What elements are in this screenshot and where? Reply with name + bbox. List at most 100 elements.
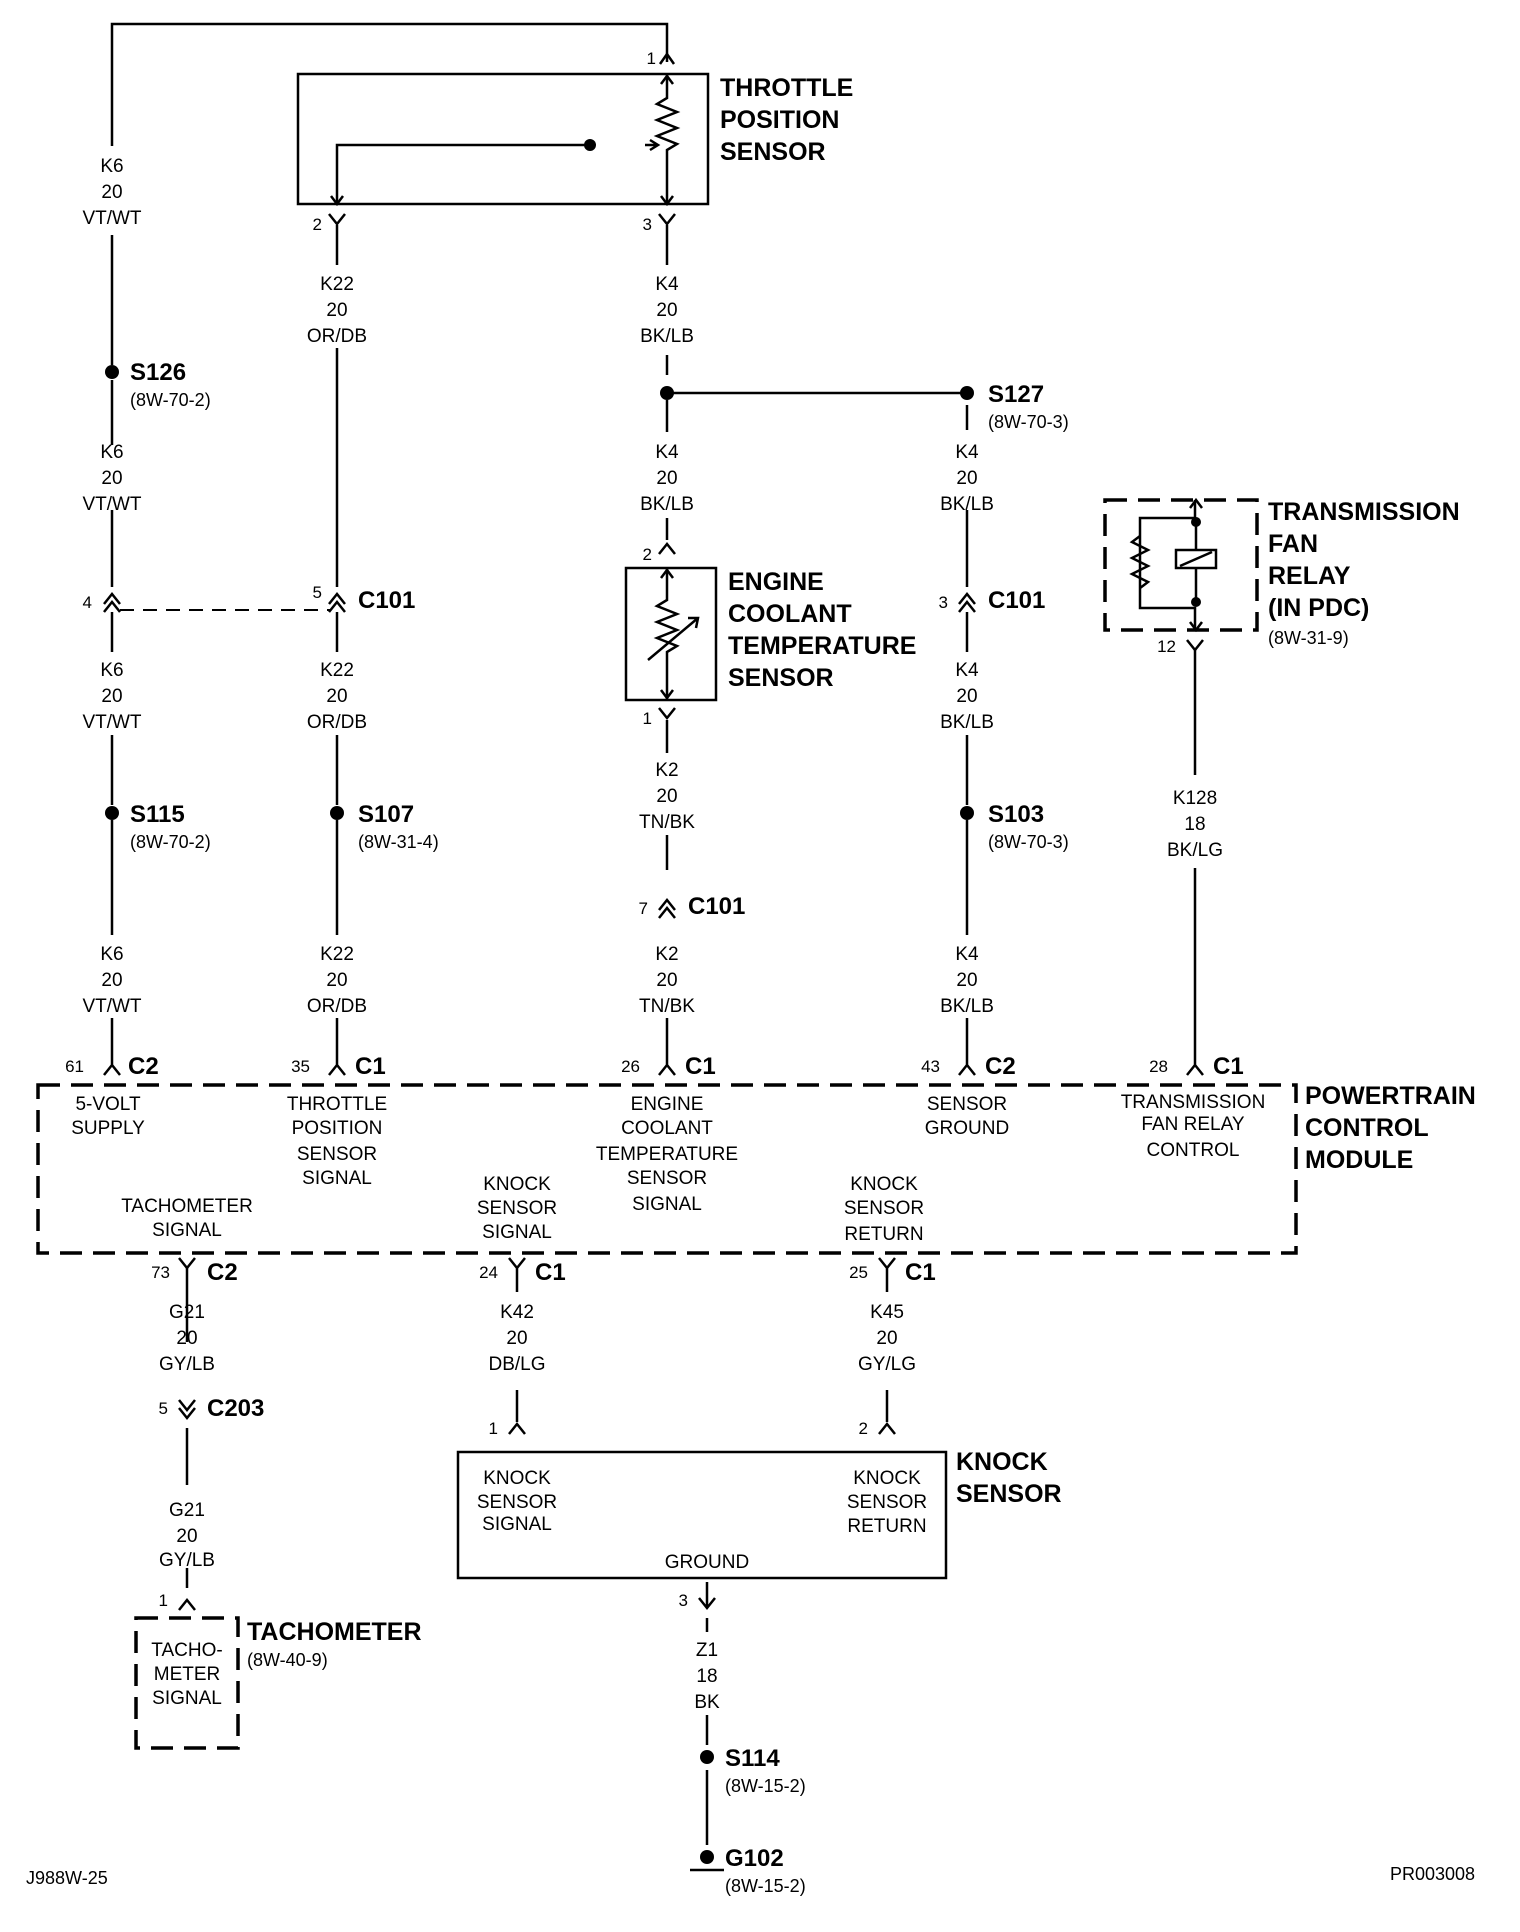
pin-tps3: 3 bbox=[643, 215, 652, 234]
wire-label-10-b: 18 bbox=[1184, 814, 1205, 835]
knock-sensor-box bbox=[456, 1450, 948, 1580]
pcm-pin-43: 43 bbox=[921, 1057, 940, 1076]
tps-wiper bbox=[335, 143, 590, 204]
pcm-conn-25: C1 bbox=[905, 1259, 936, 1286]
pcm-label-35-4: SIGNAL bbox=[302, 1168, 372, 1189]
relay-resistor bbox=[1129, 535, 1151, 589]
tps-component bbox=[296, 72, 710, 207]
relay-arrow-top bbox=[1189, 497, 1203, 509]
knock-ground: GROUND bbox=[665, 1552, 749, 1573]
wire-label-8-a: K4 bbox=[955, 660, 979, 681]
relay-name-1: TRANSMISSION bbox=[1268, 498, 1460, 526]
wire-label-1-b: 20 bbox=[326, 300, 347, 321]
wire-label-3-c: VT/WT bbox=[82, 494, 141, 515]
tps-pin1-symbol bbox=[658, 51, 676, 65]
splice-s126-ref: (8W-70-2) bbox=[130, 390, 211, 410]
relay-node-top bbox=[1191, 517, 1201, 527]
wire-label-12-c: OR/DB bbox=[307, 996, 367, 1017]
tach-ref: (8W-40-9) bbox=[247, 1650, 328, 1670]
splice-dot-s127 bbox=[960, 386, 974, 400]
pcm-pin-61: 61 bbox=[65, 1057, 84, 1076]
pcm-label-26-2: COOLANT bbox=[621, 1118, 713, 1139]
ks-pin1-symbol bbox=[508, 1421, 526, 1435]
pin-tach1: 1 bbox=[159, 1591, 168, 1610]
knock-signal-3: SIGNAL bbox=[482, 1514, 552, 1535]
footer-left: J988W-25 bbox=[26, 1868, 108, 1888]
pcm-label-73-1: TACHOMETER bbox=[121, 1196, 253, 1217]
wire-label-13-c: TN/BK bbox=[639, 996, 695, 1017]
wire-label-0-a: K6 bbox=[100, 156, 123, 177]
pcm-label-24-1: KNOCK bbox=[483, 1174, 551, 1195]
splice-dot-s126 bbox=[105, 365, 119, 379]
pcm-label-25-1: KNOCK bbox=[850, 1174, 918, 1195]
wire-label-4-a: K4 bbox=[655, 442, 679, 463]
tachometer-box bbox=[134, 1616, 240, 1750]
pcm-conn-26: C1 bbox=[685, 1053, 716, 1080]
pin-c203-5: 5 bbox=[159, 1399, 168, 1418]
wire-label-18-b: 20 bbox=[176, 1526, 197, 1547]
wire-label-11-c: VT/WT bbox=[82, 996, 141, 1017]
pin-c101-5: 5 bbox=[313, 583, 322, 602]
ect-pin2-symbol bbox=[658, 541, 676, 555]
wire-label-19-b: 18 bbox=[696, 1666, 717, 1687]
wire-label-6-c: VT/WT bbox=[82, 712, 141, 733]
pin-c101-7: 7 bbox=[639, 899, 648, 918]
pin-tps2: 2 bbox=[313, 215, 322, 234]
ground-id: G102 bbox=[725, 1845, 784, 1872]
pcm-label-35-2: POSITION bbox=[292, 1118, 383, 1139]
pcm-label-35-3: SENSOR bbox=[297, 1144, 377, 1165]
wire-label-19-c: BK bbox=[694, 1692, 720, 1713]
tach-inner-3: SIGNAL bbox=[152, 1688, 222, 1709]
splice-s127-ref: (8W-70-3) bbox=[988, 412, 1069, 432]
pcm-box bbox=[36, 1083, 1298, 1255]
wire-label-6-a: K6 bbox=[100, 660, 123, 681]
pcm-pin-28: 28 bbox=[1149, 1057, 1168, 1076]
wire-label-15-b: 20 bbox=[176, 1328, 197, 1349]
wire-label-7-c: OR/DB bbox=[307, 712, 367, 733]
splice-s127-id: S127 bbox=[988, 381, 1044, 408]
splice-s107-id: S107 bbox=[358, 801, 414, 828]
tps-wiper-dot bbox=[584, 139, 596, 151]
wire-label-18-a: G21 bbox=[169, 1500, 205, 1521]
wire-label-13-b: 20 bbox=[656, 970, 677, 991]
relay-name-3: RELAY bbox=[1268, 562, 1351, 590]
relay-ref: (8W-31-9) bbox=[1268, 628, 1349, 648]
pin-tps1: 1 bbox=[647, 49, 656, 68]
c203-label: C203 bbox=[207, 1395, 264, 1422]
wire-label-1-a: K22 bbox=[320, 274, 354, 295]
ect-pin1-symbol bbox=[658, 707, 676, 721]
wire-label-13-a: K2 bbox=[655, 944, 678, 965]
pcm-conn-24: C1 bbox=[535, 1259, 566, 1286]
tps-name-1: THROTTLE bbox=[720, 74, 853, 102]
splice-s114-ref: (8W-15-2) bbox=[725, 1776, 806, 1796]
pcm-label-25-3: RETURN bbox=[844, 1224, 923, 1245]
wire-label-10-a: K128 bbox=[1173, 788, 1217, 809]
pcm-label-35-1: THROTTLE bbox=[287, 1094, 387, 1115]
pin-ks1: 1 bbox=[489, 1419, 498, 1438]
tps-name-2: POSITION bbox=[720, 106, 839, 134]
wire-label-0-c: VT/WT bbox=[82, 208, 141, 229]
tps-arrow-top bbox=[660, 73, 674, 85]
ect-arrow-top bbox=[660, 567, 674, 579]
pcm-pin-24: 24 bbox=[479, 1263, 498, 1282]
pcm-label-25-2: SENSOR bbox=[844, 1198, 924, 1219]
wire-label-18-c: GY/LB bbox=[159, 1550, 215, 1571]
ks-pin2-symbol bbox=[878, 1421, 896, 1435]
pcm-label-26-5: SIGNAL bbox=[632, 1194, 702, 1215]
ground-dot-g102 bbox=[700, 1850, 714, 1864]
c101-label-c: C101 bbox=[688, 893, 745, 920]
pin-c101-4: 4 bbox=[83, 593, 92, 612]
pcm-pin73-symbol bbox=[178, 1257, 196, 1271]
wire-label-1-c: OR/DB bbox=[307, 326, 367, 347]
pin-ect2: 2 bbox=[643, 545, 652, 564]
pcm-label-28-1: TRANSMISSION bbox=[1121, 1092, 1266, 1113]
c101-label-b: C101 bbox=[988, 587, 1045, 614]
knock-name-1: KNOCK bbox=[956, 1448, 1048, 1476]
c203-symbol bbox=[178, 1399, 196, 1421]
splice-dots bbox=[105, 365, 974, 1864]
pcm-name-1: POWERTRAIN bbox=[1305, 1082, 1476, 1110]
pin-ect1: 1 bbox=[643, 709, 652, 728]
tps-pin3-symbol bbox=[658, 213, 676, 227]
ect-component bbox=[624, 566, 718, 702]
